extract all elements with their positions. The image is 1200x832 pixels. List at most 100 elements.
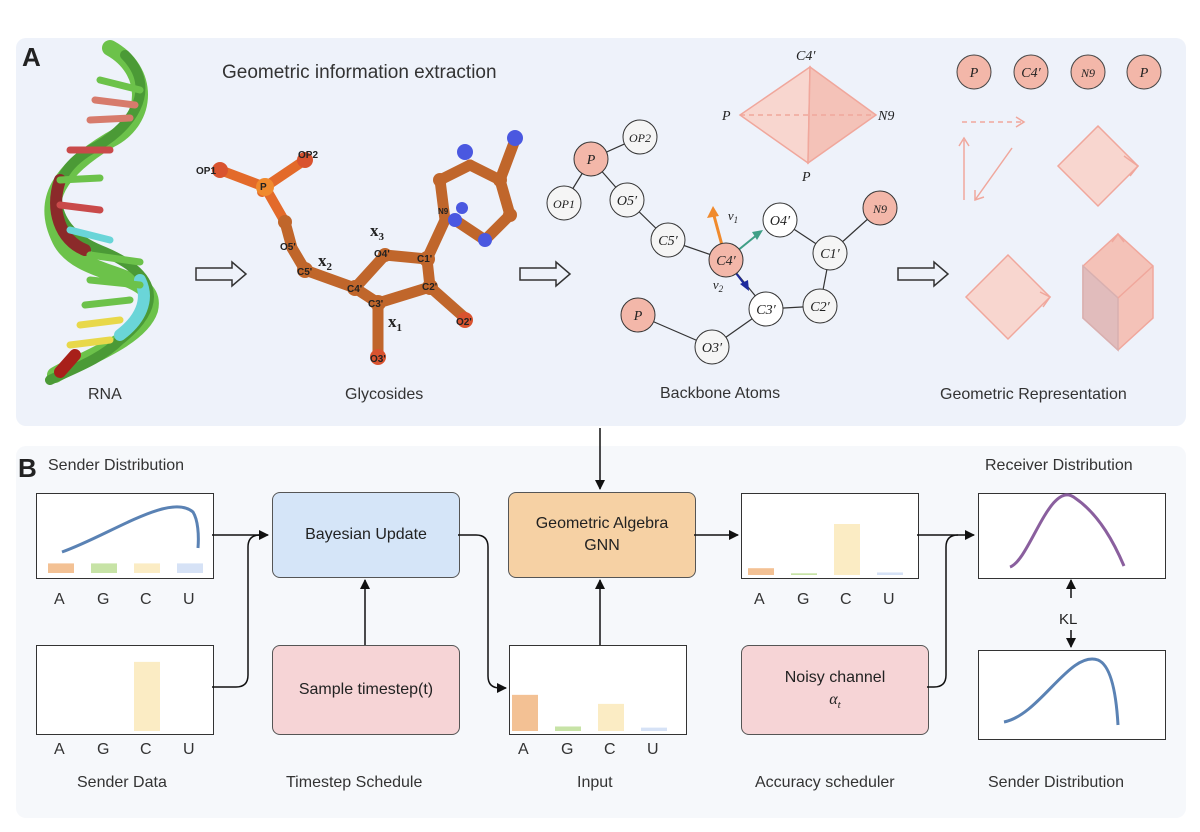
label-op1: OP1 [196, 166, 216, 177]
caption-geometric-representation: Geometric Representation [940, 386, 1127, 403]
input-label-C: C [604, 741, 616, 758]
noisy-channel-node: Noisy channel αt [741, 645, 929, 735]
sender_distribution-label-U: U [183, 591, 195, 608]
receiver-distribution-title: Receiver Distribution [985, 457, 1133, 474]
sender_distribution-label-A: A [54, 591, 65, 608]
sender_data-label-U: U [183, 741, 195, 758]
caption-input: Input [577, 774, 613, 791]
sender_distribution-label-G: G [97, 591, 110, 608]
kl-label: KL [1059, 611, 1077, 628]
sender_distribution-bar-G [91, 563, 117, 573]
input-label-G: G [561, 741, 574, 758]
label-x2: x2 [318, 251, 333, 273]
arrow-right-icon [195, 260, 248, 288]
label-c2: C2' [422, 282, 437, 293]
arrow-right-icon [519, 260, 572, 288]
node-p-bottom: P [633, 309, 643, 324]
sender_data-label-A: A [54, 741, 65, 758]
accuracy_scheduler-label-G: G [797, 591, 810, 608]
label-o3: O3' [370, 354, 386, 365]
accuracy_scheduler-bar-A [748, 568, 774, 575]
label-o2: O2' [456, 317, 472, 328]
noisy-channel-label: Noisy channel [784, 668, 886, 686]
label-c4: C4' [347, 284, 362, 295]
geometric-primitives [958, 116, 1154, 352]
panel-b-letter: B [18, 453, 37, 483]
caption-glycosides: Glycosides [345, 386, 424, 403]
sender_distribution-bar-A [48, 563, 74, 573]
node-c1: C1′ [820, 247, 840, 262]
bayesian-update-label: Bayesian Update [305, 525, 427, 543]
node-c2: C2′ [810, 300, 830, 315]
tetra-left: P [721, 109, 731, 124]
receiver-distribution-box [978, 493, 1166, 579]
label-x1: x1 [388, 312, 402, 334]
node-p-top: P [586, 153, 596, 168]
vector-v2: v2 [713, 277, 724, 294]
label-o4: O4' [374, 249, 390, 260]
sender_distribution-bar-C [134, 563, 160, 573]
sample-timestep-label: Sample timestep(t) [298, 680, 434, 698]
sender-data-box [36, 645, 214, 735]
node-op1: OP1 [553, 197, 575, 211]
atom-circle-p1: P [969, 66, 979, 81]
receiver-distribution-curve [1009, 493, 1126, 569]
label-p: P [260, 182, 267, 193]
node-n9: N9 [872, 202, 887, 216]
ga-gnn-label-1: Geometric Algebra [535, 514, 669, 532]
label-op2: OP2 [298, 150, 318, 161]
rna-helix [44, 40, 159, 385]
panel-a-title: Geometric information extraction [222, 62, 497, 83]
accuracy_scheduler-bar-C [834, 524, 860, 575]
tetrahedron [738, 65, 878, 165]
atom-circle-n9: N9 [1080, 66, 1095, 80]
panel-a [16, 38, 1186, 426]
input-bar-U [641, 727, 667, 731]
sender_data-label-G: G [97, 741, 110, 758]
input-bar-G [555, 726, 581, 731]
label-n9: N9 [438, 207, 449, 216]
panel-a-letter: A [22, 42, 41, 72]
sender-distribution-curve [61, 505, 200, 554]
sender-distribution-bottom-curve [1003, 657, 1120, 726]
caption-sender-data: Sender Data [77, 774, 167, 791]
glycoside-molecule: OP1 OP2 P O5' C5' C4' O4' C1' C2' C3' O3… [196, 130, 523, 365]
accuracy_scheduler-label-U: U [883, 591, 895, 608]
vector-v1: v1 [728, 208, 738, 225]
alpha-t-label: αt [829, 690, 841, 712]
node-o4: O4′ [770, 214, 791, 229]
atom-circle-p2: P [1139, 66, 1149, 81]
node-o5: O5′ [617, 194, 638, 209]
connectors [212, 428, 1076, 693]
tetra-right: N9 [877, 109, 894, 124]
node-c3: C3′ [756, 303, 776, 318]
tetra-bottom: P [801, 170, 811, 185]
bayesian-update-node: Bayesian Update [272, 492, 460, 578]
caption-rna: RNA [88, 386, 122, 403]
label-c1: C1' [417, 254, 432, 265]
accuracy_scheduler-label-C: C [840, 591, 852, 608]
node-c5: C5′ [658, 234, 678, 249]
label-x3: x3 [370, 221, 385, 243]
tetra-top: C4′ [796, 49, 816, 64]
sender_data-bar-C [134, 661, 160, 731]
sender_distribution-bar-U [177, 563, 203, 573]
label-c5: C5' [297, 267, 312, 278]
label-c3: C3' [368, 299, 383, 310]
sender-distribution-title: Sender Distribution [48, 457, 185, 474]
ga-gnn-label-2: GNN [584, 537, 620, 554]
sender_data-label-C: C [140, 741, 152, 758]
arrow-right-icon [897, 260, 950, 288]
accuracy_scheduler-bar-U [877, 572, 903, 575]
accuracy-box [741, 493, 919, 579]
label-o5: O5' [280, 242, 296, 253]
backbone-nodes [546, 119, 898, 365]
node-o3: O3′ [702, 341, 723, 356]
input-label-A: A [518, 741, 529, 758]
sample-timestep-node: Sample timestep(t) [272, 645, 460, 735]
input-bar-A [512, 694, 538, 731]
caption-sender-distribution: Sender Distribution [988, 774, 1125, 791]
